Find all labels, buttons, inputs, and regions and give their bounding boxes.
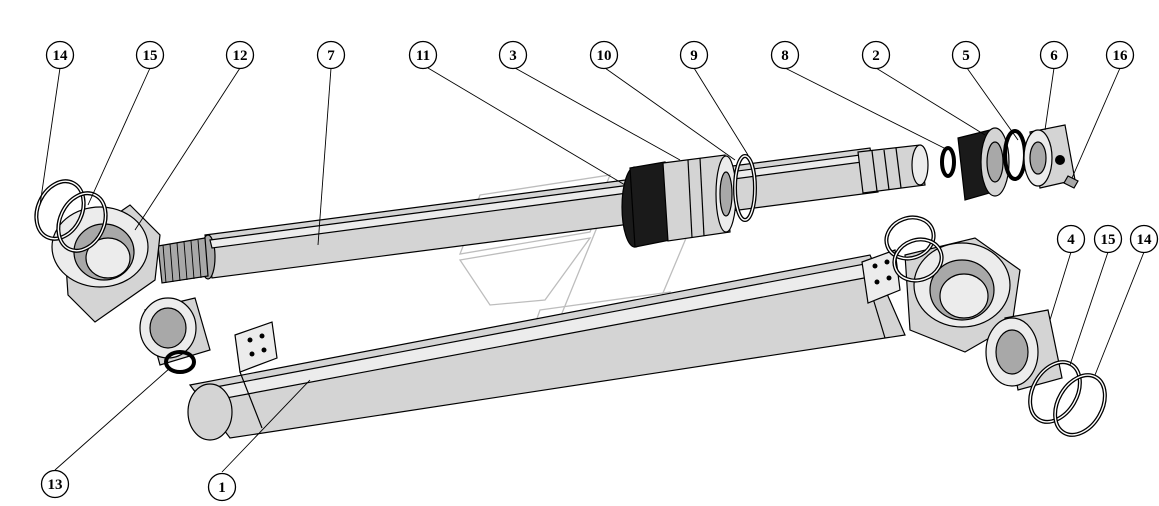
callout-11: 11 xyxy=(408,40,438,70)
callout-16: 16 xyxy=(1105,40,1135,70)
callout-2: 2 xyxy=(861,40,891,70)
o-rings-right xyxy=(1028,360,1107,437)
o-rings-eye-top xyxy=(884,215,944,283)
callout-label: 11 xyxy=(416,48,430,64)
rod-thread xyxy=(162,239,202,284)
callout-label: 7 xyxy=(327,48,335,64)
callout-9: 9 xyxy=(679,40,709,70)
callout-label: 8 xyxy=(781,48,789,64)
callout-label: 10 xyxy=(597,48,612,64)
rod-end-grooves xyxy=(857,144,929,194)
piston-assembly xyxy=(621,154,757,248)
callout-14-right: 14 xyxy=(1129,224,1159,254)
callout-6: 6 xyxy=(1039,40,1069,70)
callout-5: 5 xyxy=(951,40,981,70)
callout-label: 3 xyxy=(509,48,517,64)
leader-lines xyxy=(39,67,1145,473)
piston-rod xyxy=(157,144,929,284)
o-rings-left xyxy=(34,179,108,253)
callout-label: 9 xyxy=(690,48,698,64)
callout-label: 14 xyxy=(53,48,69,64)
callout-label: 16 xyxy=(1113,48,1129,64)
callout-12: 12 xyxy=(225,40,255,70)
callout-3: 3 xyxy=(498,40,528,70)
callout-label: 6 xyxy=(1050,48,1058,64)
cylinder-head-assembly xyxy=(940,124,1079,201)
rod-eye xyxy=(51,204,161,323)
callout-8: 8 xyxy=(770,40,800,70)
cylinder-barrel xyxy=(187,249,906,441)
callout-label: 14 xyxy=(1137,232,1153,248)
callout-7: 7 xyxy=(316,40,346,70)
callout-1: 1 xyxy=(207,472,237,502)
callout-15-right: 15 xyxy=(1093,224,1123,254)
callout-label: 4 xyxy=(1067,232,1075,248)
callout-label: 12 xyxy=(233,48,248,64)
callout-label: 15 xyxy=(1101,232,1116,248)
bushing-left xyxy=(139,297,211,374)
callout-label: 15 xyxy=(143,48,158,64)
callout-14-left: 14 xyxy=(45,40,75,70)
callout-label: 13 xyxy=(48,477,63,493)
barrel-eye xyxy=(904,237,1021,353)
callout-label: 2 xyxy=(872,48,880,64)
callout-label: 5 xyxy=(962,48,970,64)
callout-15-left: 15 xyxy=(135,40,165,70)
callout-13: 13 xyxy=(40,469,70,499)
callout-10: 10 xyxy=(589,40,619,70)
callout-label: 1 xyxy=(218,480,226,496)
callout-4: 4 xyxy=(1056,224,1086,254)
